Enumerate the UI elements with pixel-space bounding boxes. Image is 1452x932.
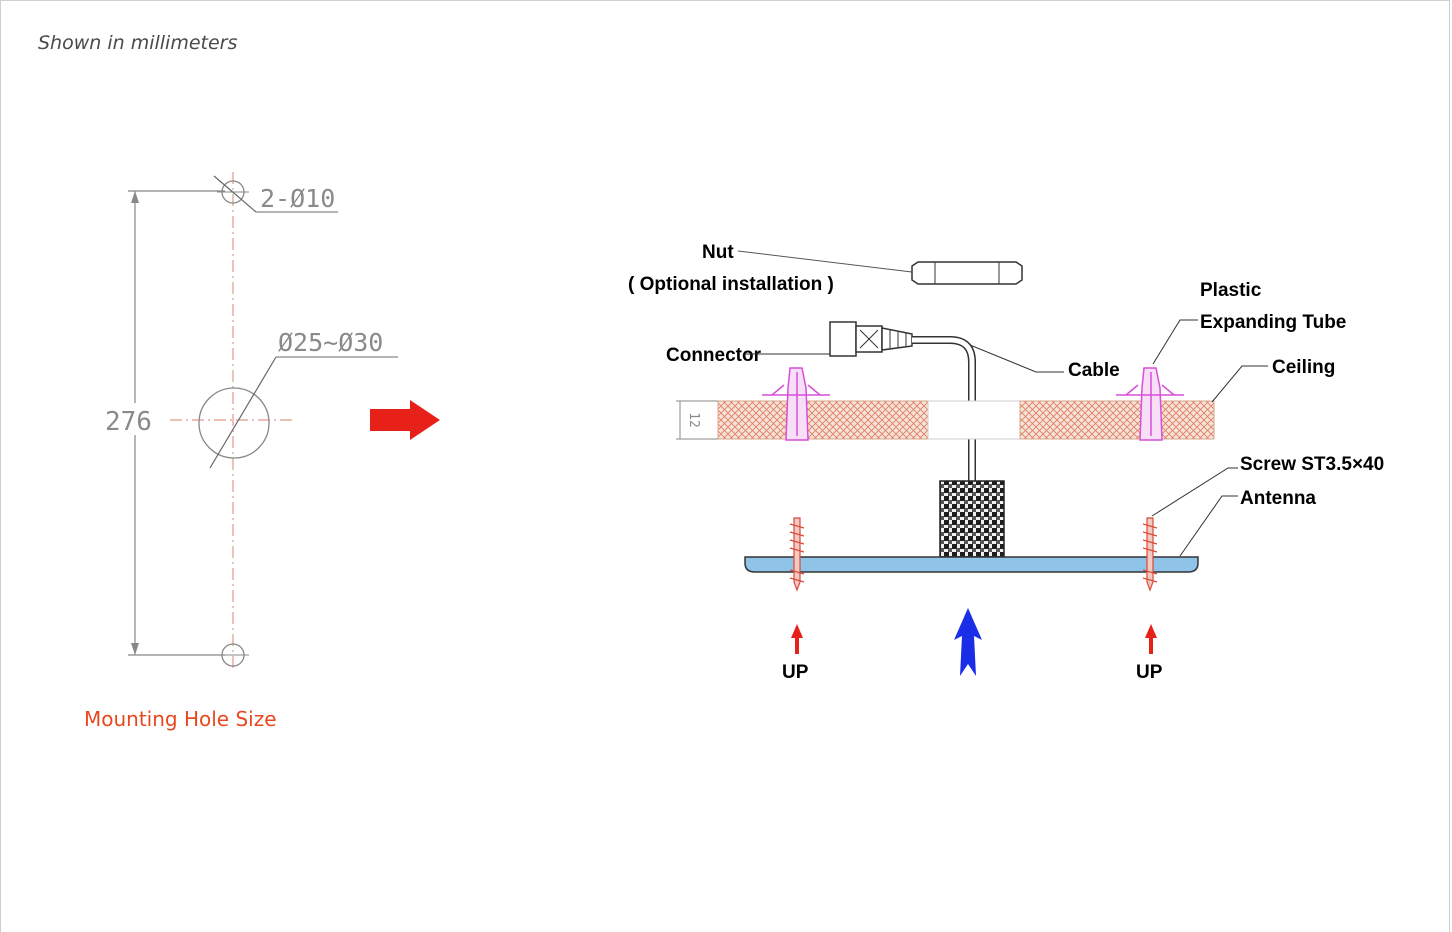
connector-icon [829, 321, 913, 357]
center-hole-label: Ø25~Ø30 [278, 328, 383, 357]
nut-icon [911, 261, 1023, 285]
mounting-hole-drawing: 276 2-Ø10 Ø25~Ø30 [100, 172, 398, 670]
ceiling-left [717, 400, 929, 440]
dim-arrow-top [131, 191, 139, 203]
ceiling-hole [927, 400, 1021, 440]
up-arrow-right-icon [1145, 624, 1157, 654]
plastic-label: Plastic [1200, 280, 1262, 301]
leader-center-hole [209, 356, 277, 469]
next-step-arrow-icon [370, 400, 440, 440]
expanding-tube-right-icon [1116, 367, 1184, 441]
connector-label: Connector [666, 345, 762, 366]
nut-note-label: ( Optional installation ) [628, 274, 834, 295]
up-label-left: UP [782, 662, 809, 683]
up-arrow-left-icon [791, 624, 803, 654]
up-label-right: UP [1136, 662, 1163, 683]
units-note: Shown in millimeters [38, 32, 238, 54]
expanding-tube-label: Expanding Tube [1200, 312, 1346, 333]
expanding-tube-left-icon [762, 367, 830, 441]
spacing-dimension: 276 [105, 407, 152, 437]
dim-label-bg [100, 403, 170, 435]
antenna-label: Antenna [1240, 488, 1316, 509]
ceiling-right [1019, 400, 1215, 440]
install-direction-arrow-icon [954, 608, 982, 676]
ceiling-label: Ceiling [1272, 357, 1335, 378]
cable-label: Cable [1068, 360, 1120, 381]
center-hole [198, 387, 270, 459]
thickness-dimension: 12 [686, 412, 701, 428]
dim-arrow-bottom [131, 643, 139, 655]
mounting-hole-caption: Mounting Hole Size [84, 707, 277, 731]
nut-leader [737, 250, 913, 273]
leader-top-hole [213, 175, 257, 213]
screw-label: Screw ST3.5×40 [1240, 454, 1384, 475]
small-holes-label: 2-Ø10 [260, 184, 335, 213]
antenna-plate-icon [744, 556, 1199, 573]
antenna-base-icon [939, 480, 1005, 558]
screw-right-icon [1142, 517, 1158, 592]
installation-diagram: Nut ( Optional installation ) Connector … [628, 242, 1384, 683]
nut-label: Nut [702, 242, 734, 263]
screw-left-icon [789, 517, 805, 592]
